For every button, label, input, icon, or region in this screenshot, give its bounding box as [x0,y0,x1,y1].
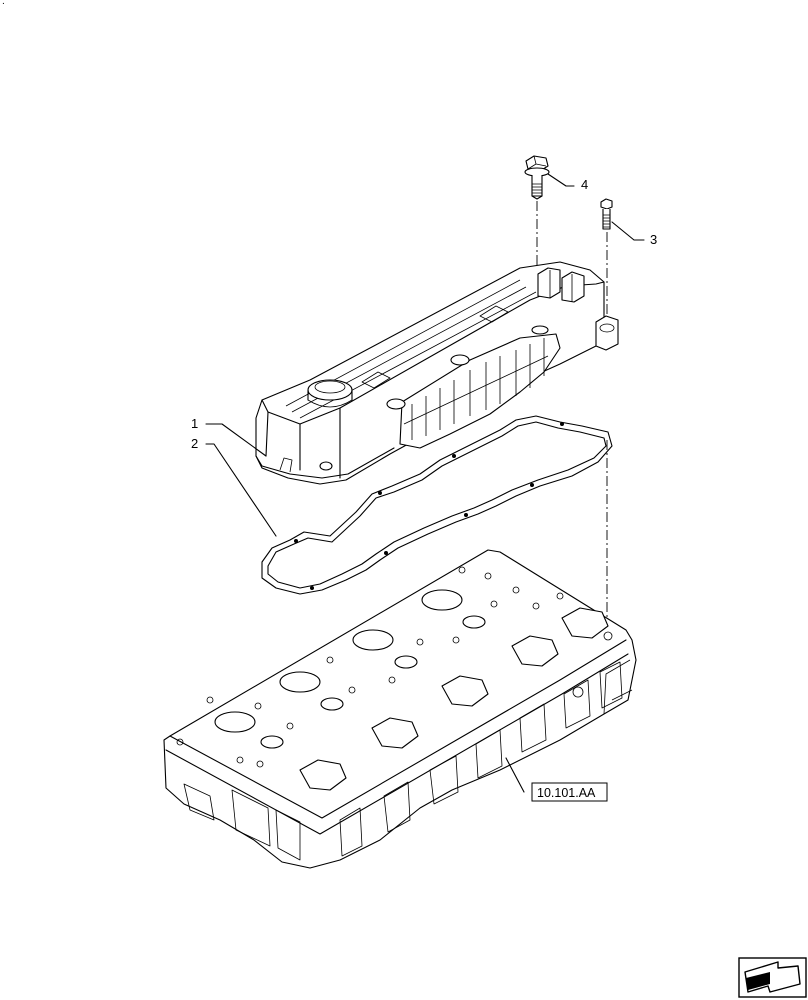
leader-lines [205,173,645,793]
callout-3: 3 [650,232,657,247]
flange-bolt [524,155,550,200]
next-page-arrow-icon[interactable] [738,957,807,998]
cylinder-head [163,549,637,869]
corner-mark: . [2,0,5,7]
callout-1: 1 [191,416,198,431]
cover-gasket [261,415,613,595]
cap-screw [600,198,613,230]
cross-reference-label[interactable]: 10.101.AA [537,786,596,800]
valve-cover [255,261,619,485]
cross-reference-link[interactable]: 10.101.AA [531,782,608,802]
callout-2: 2 [191,436,198,451]
callout-4: 4 [581,177,588,192]
